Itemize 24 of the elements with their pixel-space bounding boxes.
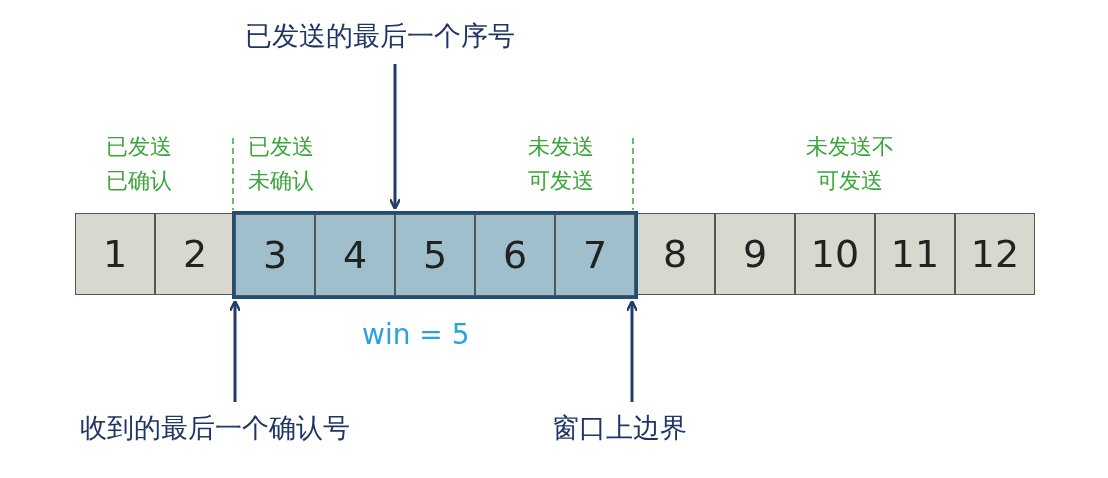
arrow	[228, 299, 242, 402]
sequence-cell: 3	[235, 214, 315, 296]
sequence-cell: 12	[955, 213, 1035, 295]
sequence-cell: 11	[875, 213, 955, 295]
sequence-cell: 5	[395, 214, 475, 296]
region-label: 已发送已确认	[105, 133, 173, 195]
region-label: 未发送可发送	[527, 133, 595, 195]
annotation-text: 收到的最后一个确认号	[80, 410, 350, 446]
window-size-label: win = 5	[362, 318, 471, 352]
annotation-text: 窗口上边界	[552, 410, 687, 446]
sequence-cell: 10	[795, 213, 875, 295]
arrow	[625, 299, 639, 402]
sequence-cell: 2	[155, 213, 235, 295]
sequence-cell: 1	[75, 213, 155, 295]
sequence-cell: 7	[555, 214, 635, 296]
sequence-cell: 6	[475, 214, 555, 296]
sequence-cell: 4	[315, 214, 395, 296]
arrow	[388, 64, 402, 211]
region-label: 已发送未确认	[247, 133, 315, 195]
window-frame	[232, 211, 638, 299]
sequence-cell: 9	[715, 213, 795, 295]
sequence-cell: 8	[635, 213, 715, 295]
annotation-text: 已发送的最后一个序号	[245, 18, 515, 54]
region-label: 未发送不可发送	[805, 133, 895, 195]
